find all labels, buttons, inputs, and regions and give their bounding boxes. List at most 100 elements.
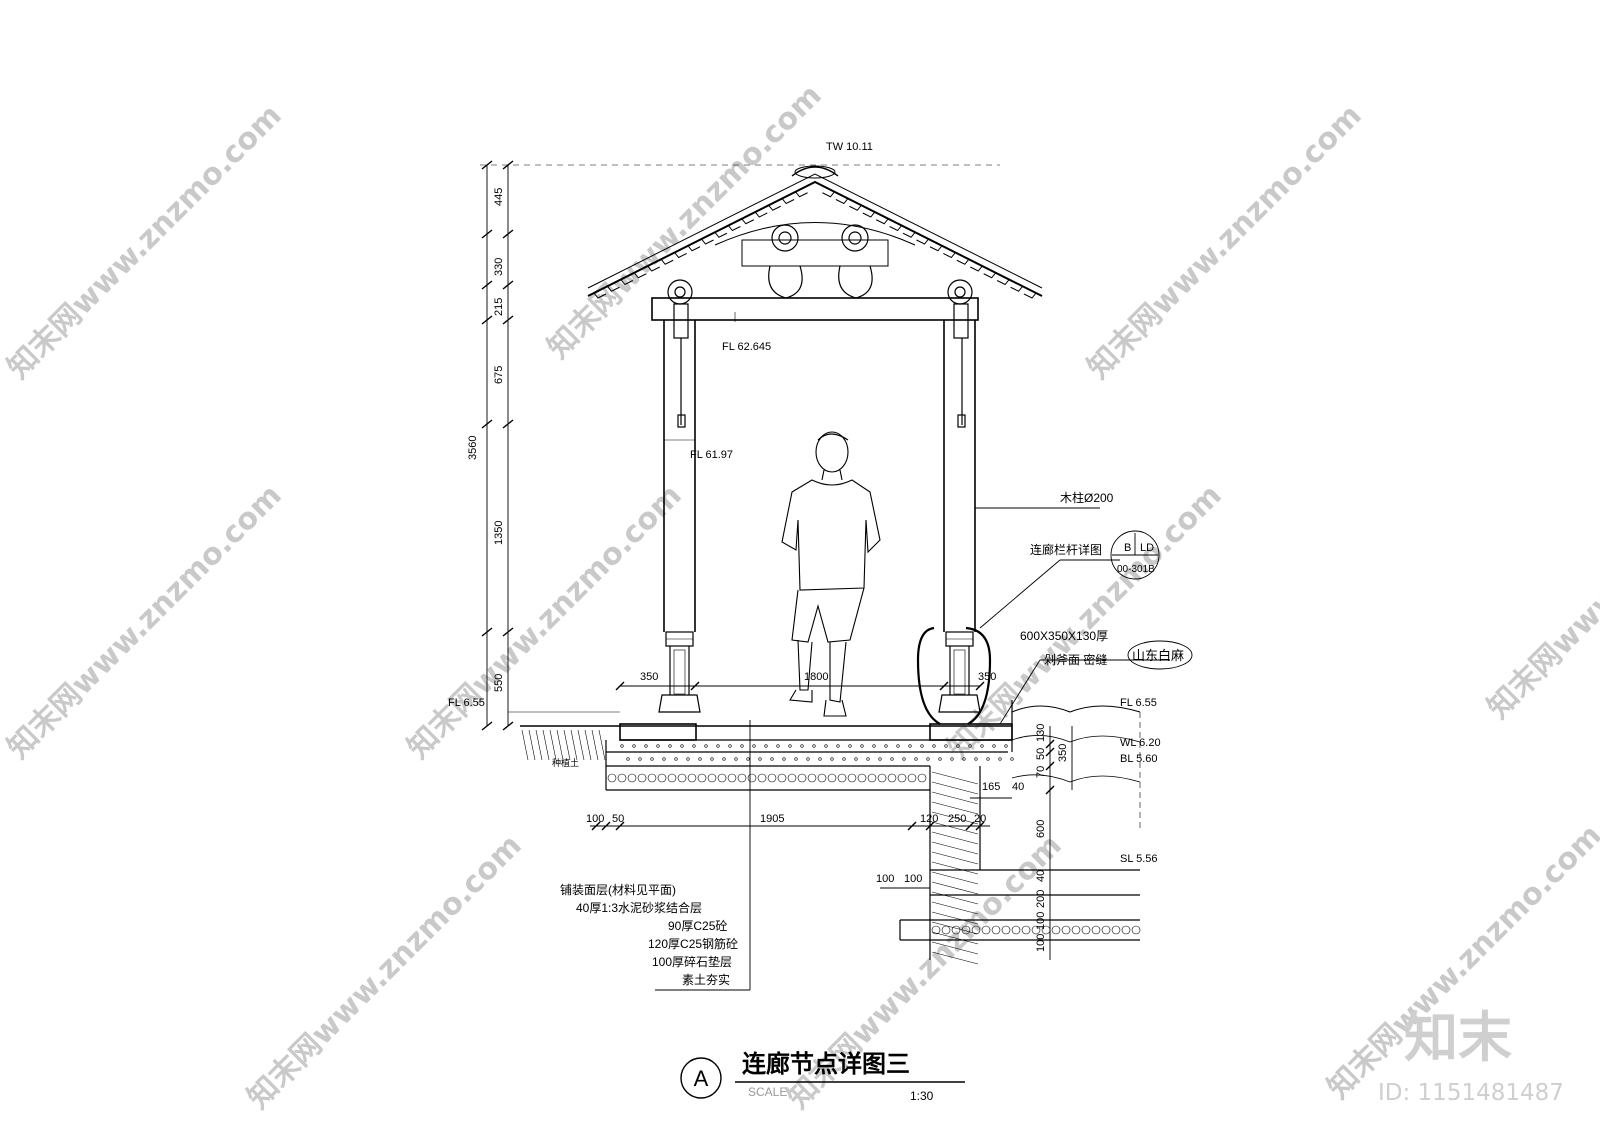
slab-hatch bbox=[758, 757, 762, 761]
watermark-text: 知末网www.znzmo.com bbox=[1, 478, 289, 766]
dim-segment: 215 bbox=[493, 298, 505, 316]
gravel-hatch bbox=[747, 773, 757, 783]
dim-right-edge: 350 bbox=[1057, 744, 1069, 762]
gravel-hatch bbox=[777, 773, 787, 783]
slab-hatch bbox=[674, 757, 678, 761]
gravel-hatch bbox=[707, 773, 717, 783]
slab-hatch bbox=[620, 744, 624, 748]
layer-label: 100厚碎石垫层 bbox=[652, 954, 732, 969]
dimension-tick bbox=[965, 821, 975, 831]
slab-hatch bbox=[812, 744, 816, 748]
roof-tile bbox=[606, 282, 620, 292]
roof-tile bbox=[593, 289, 607, 299]
slab-hatch bbox=[662, 757, 666, 761]
gravel-hatch bbox=[667, 773, 677, 783]
dimension-tick bbox=[690, 681, 700, 691]
dim-top-left: 350 bbox=[640, 671, 658, 683]
slab-hatch bbox=[908, 744, 912, 748]
dimension-tick bbox=[502, 315, 514, 325]
soil-hatch bbox=[535, 729, 543, 761]
dimension-tick bbox=[925, 821, 935, 831]
slab-hatch bbox=[848, 744, 852, 748]
gravel-hatch bbox=[1131, 925, 1141, 935]
slab-hatch bbox=[974, 757, 978, 761]
gravel-hatch bbox=[657, 773, 667, 783]
dimension-tick bbox=[975, 681, 985, 691]
gravel-hatch bbox=[837, 773, 847, 783]
slab-hatch bbox=[722, 757, 726, 761]
roof-tile bbox=[794, 188, 808, 198]
dim-right-near: 130 bbox=[1035, 724, 1047, 742]
gravel-hatch bbox=[1101, 925, 1111, 935]
dimension-tick bbox=[1045, 739, 1055, 749]
concrete-hatch bbox=[931, 831, 979, 845]
dim-top-middle: 1800 bbox=[804, 671, 828, 683]
roof-tile bbox=[646, 262, 660, 272]
dim-right-stack: 40 bbox=[1035, 870, 1047, 882]
elevation-water-level: WL 6.20 bbox=[1120, 737, 1161, 749]
concrete-hatch bbox=[931, 901, 979, 915]
layer-label: 120厚C25钢筋砼 bbox=[648, 936, 738, 951]
dim-bottom: 1905 bbox=[760, 813, 784, 825]
soil-hatch bbox=[556, 729, 564, 761]
slab-hatch bbox=[752, 744, 756, 748]
dimension-tick bbox=[1045, 785, 1055, 795]
soil-hatch bbox=[521, 729, 529, 761]
concrete-hatch bbox=[931, 821, 979, 835]
concrete-hatch bbox=[931, 931, 979, 945]
elevation-bottom-level: BL 5.60 bbox=[1120, 753, 1158, 765]
concrete-hatch bbox=[931, 771, 979, 785]
stone-material-label: 山东白麻 bbox=[1132, 648, 1184, 663]
gravel-hatch bbox=[877, 773, 887, 783]
dim-segment: 445 bbox=[493, 188, 505, 206]
slab-hatch bbox=[692, 744, 696, 748]
watermark-text: 知末网www.znzmo.com bbox=[1481, 438, 1600, 726]
slab-hatch bbox=[788, 744, 792, 748]
dimension-tick bbox=[615, 681, 625, 691]
gravel-hatch bbox=[847, 773, 857, 783]
gravel-hatch bbox=[971, 925, 981, 935]
gravel-hatch bbox=[931, 925, 941, 935]
dim-foundation: 100 bbox=[904, 873, 922, 885]
dim-bottom: 250 bbox=[948, 813, 966, 825]
column-label: 木柱Ø200 bbox=[1060, 490, 1114, 505]
slab-hatch bbox=[1004, 744, 1008, 748]
watermark-text: 知末网www.znzmo.com bbox=[1, 98, 289, 386]
soil-hatch bbox=[528, 729, 536, 761]
slab-hatch bbox=[704, 744, 708, 748]
gravel-hatch bbox=[867, 773, 877, 783]
gravel-hatch bbox=[797, 773, 807, 783]
slab-hatch bbox=[782, 757, 786, 761]
elevation-ground-left: FL 6.55 bbox=[448, 697, 485, 709]
text-labels: TW 10.11 FL 62.645 FL 61.97 FL 6.55 FL 6… bbox=[448, 141, 1564, 1106]
gravel-hatch bbox=[1031, 925, 1041, 935]
roof-tile bbox=[916, 235, 930, 245]
slab-hatch bbox=[836, 744, 840, 748]
watermark-text: 知末网www.znzmo.com bbox=[241, 828, 529, 1116]
dim-right-stack: 200 bbox=[1035, 890, 1047, 908]
roof bbox=[587, 165, 1043, 299]
dim-bottom: 50 bbox=[612, 813, 624, 825]
gravel-hatch bbox=[627, 773, 637, 783]
roof-tile bbox=[687, 242, 701, 252]
gravel-hatch bbox=[897, 773, 907, 783]
slab-hatch bbox=[800, 744, 804, 748]
slab-hatch bbox=[644, 744, 648, 748]
slab-hatch bbox=[818, 757, 822, 761]
roof-tile bbox=[875, 215, 889, 225]
watermark-diagonals: 知末网www.znzmo.com 知末网www.znzmo.com 知末网www… bbox=[1, 78, 1600, 1116]
dimension-tick bbox=[591, 821, 601, 831]
concrete-hatch bbox=[931, 841, 979, 855]
roof-tile bbox=[660, 255, 674, 265]
roof-tile bbox=[673, 249, 687, 259]
slab-hatch bbox=[770, 757, 774, 761]
roof-tile bbox=[956, 255, 970, 265]
layer-label: 素土夯实 bbox=[682, 972, 730, 987]
scale-value: 1:30 bbox=[910, 1089, 934, 1103]
watermark-text: 知末网www.znzmo.com bbox=[541, 78, 829, 366]
gravel-hatch bbox=[677, 773, 687, 783]
slab-hatch bbox=[794, 757, 798, 761]
roof-tile bbox=[889, 222, 903, 232]
roof-tile bbox=[822, 188, 836, 198]
